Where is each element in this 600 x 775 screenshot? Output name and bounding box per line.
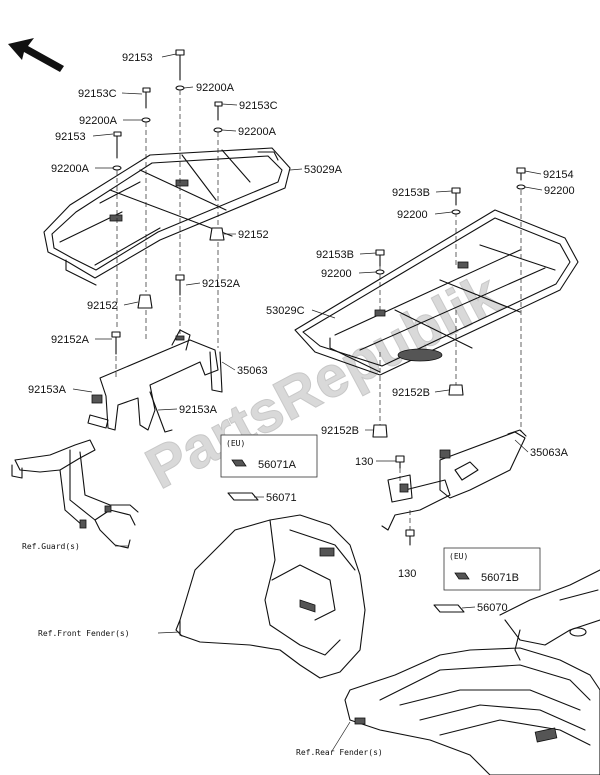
reference-label-guard: Ref.Guard(s)	[22, 542, 80, 551]
part-label: 92200A	[238, 126, 277, 138]
part-label: 92152A	[51, 334, 90, 346]
part-label: 92152B	[392, 387, 430, 399]
front-rack-hardware	[111, 49, 225, 355]
part-label: 92152B	[321, 425, 359, 437]
part-label: 130	[355, 456, 373, 468]
front-bracket	[87, 329, 223, 433]
part-label: 92153B	[392, 187, 430, 199]
part-label: 53029C	[266, 305, 305, 317]
decals	[227, 492, 465, 613]
part-label: 56070	[477, 602, 508, 614]
part-label: 56071B	[481, 572, 519, 584]
part-label: 92200A	[51, 163, 90, 175]
part-label: 92153C	[78, 88, 117, 100]
part-label: 92153A	[179, 404, 218, 416]
part-label: 53029A	[304, 164, 343, 176]
part-label: 92152	[87, 300, 118, 312]
rear-carrier-rack	[294, 209, 579, 376]
part-label: 92153	[122, 52, 153, 64]
part-label: 92200A	[79, 115, 118, 127]
part-label: 92154	[543, 169, 574, 181]
part-label: 130	[398, 568, 416, 580]
part-label: 92152	[238, 229, 269, 241]
part-label: 92200	[321, 268, 352, 280]
part-label: 92200A	[196, 82, 235, 94]
rear-rack-hardware	[372, 167, 526, 546]
eu-region-label: (EU)	[449, 552, 468, 561]
eu-callout-b	[443, 547, 541, 591]
part-label: 35063	[237, 365, 268, 377]
rear-bracket	[381, 429, 527, 531]
part-label: 92153A	[28, 384, 67, 396]
part-label: 35063A	[530, 447, 569, 459]
front-fender	[175, 514, 366, 679]
part-label: 56071A	[258, 459, 297, 471]
part-label: 92152A	[202, 278, 241, 290]
alignment-lines	[115, 90, 522, 530]
reference-label-front-fender: Ref.Front Fender(s)	[38, 629, 130, 638]
part-labels: 92153 92200A 92153C 92153C 92200A 92200A…	[22, 52, 575, 757]
leader-lines	[72, 53, 543, 752]
rear-fender	[344, 569, 600, 775]
watermark: PartsRepublik	[136, 261, 512, 502]
front-direction-arrow-icon	[8, 38, 64, 72]
part-label: 92200	[544, 185, 575, 197]
part-label: 92153	[55, 131, 86, 143]
reference-label-rear-fender: Ref.Rear Fender(s)	[296, 748, 383, 757]
part-label: 92200	[397, 209, 428, 221]
part-label: 56071	[266, 492, 297, 504]
eu-region-label: (EU)	[226, 439, 245, 448]
part-label: 92153B	[316, 249, 354, 261]
front-guard	[11, 439, 139, 549]
eu-callout-a	[220, 434, 318, 478]
part-label: 92153C	[239, 100, 278, 112]
front-carrier-rack	[43, 147, 291, 286]
